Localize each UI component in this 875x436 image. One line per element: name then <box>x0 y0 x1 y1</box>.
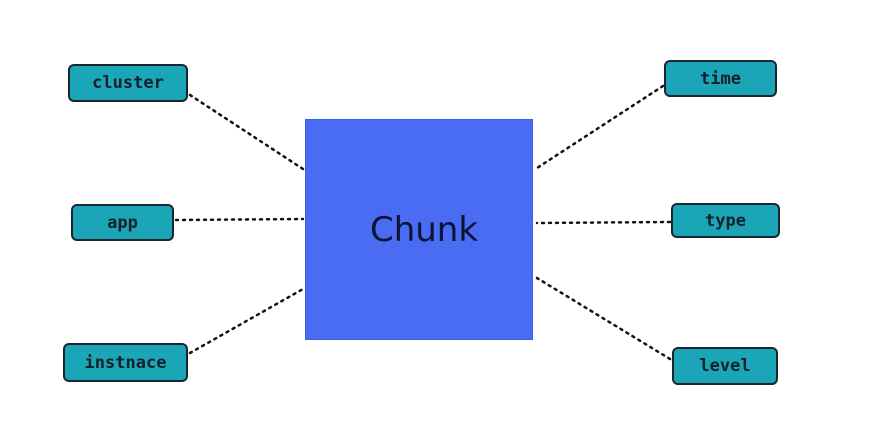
tag-time: time <box>664 60 777 97</box>
chunk-label: Chunk <box>369 209 479 250</box>
connector-cluster <box>188 93 305 171</box>
chunk-node: Chunk <box>305 119 533 340</box>
tag-app: app <box>71 204 174 241</box>
connector-app <box>174 217 305 222</box>
tag-instnace: instnace <box>63 343 188 382</box>
tag-level: level <box>672 347 778 385</box>
tag-type: type <box>671 203 780 238</box>
connector-time <box>535 84 665 170</box>
tag-cluster: cluster <box>68 64 188 102</box>
connector-type <box>535 220 672 225</box>
connector-instnace <box>188 287 305 355</box>
connector-level <box>535 276 672 361</box>
